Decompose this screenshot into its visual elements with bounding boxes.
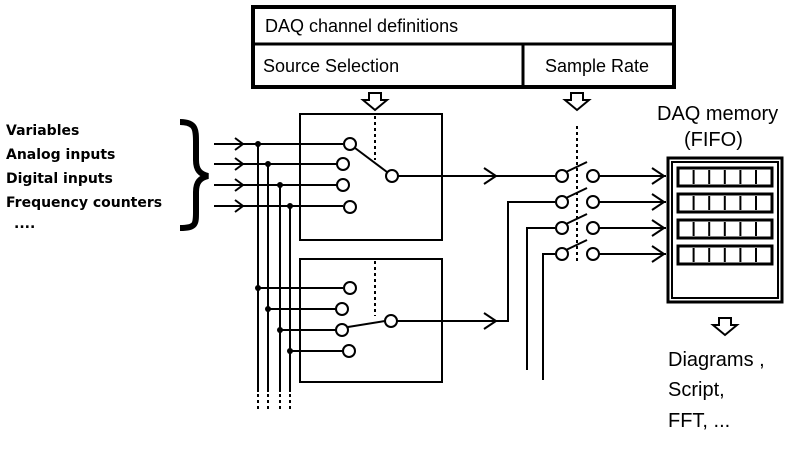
brace-icon (179, 119, 209, 231)
output-diagrams: Diagrams , (668, 349, 765, 371)
output-script: Script, (668, 379, 725, 401)
down-arrow-icon (360, 92, 390, 112)
channel-definitions-box: DAQ channel definitions Source Selection… (251, 5, 676, 89)
input-label-more: .... (14, 216, 35, 232)
output-list: Diagrams , Script, FFT, ... (668, 349, 765, 432)
down-arrow-icon (562, 92, 592, 112)
input-label-variables: Variables (6, 123, 79, 139)
fifo-rows (676, 166, 774, 266)
source-selector-1 (299, 113, 443, 241)
sample-rate-switches (555, 161, 666, 263)
channel-definitions-title: DAQ channel definitions (265, 16, 458, 36)
input-label-frequency: Frequency counters (6, 195, 162, 211)
input-bus (214, 137, 300, 412)
memory-subtitle: (FIFO) (684, 129, 743, 151)
switch-feed-lines (442, 126, 578, 382)
switch-icon (555, 161, 600, 183)
output-fft: FFT, ... (668, 410, 730, 432)
memory-title: DAQ memory (657, 103, 778, 125)
input-label-digital: Digital inputs (6, 171, 113, 187)
source-selector-2 (299, 258, 443, 383)
input-list: Variables Analog inputs Digital inputs F… (6, 123, 162, 232)
source-selection-label: Source Selection (263, 56, 399, 76)
down-arrow-icon (710, 317, 740, 337)
input-label-analog: Analog inputs (6, 147, 115, 163)
daq-memory-fifo (666, 156, 784, 304)
sample-rate-label: Sample Rate (545, 56, 649, 76)
